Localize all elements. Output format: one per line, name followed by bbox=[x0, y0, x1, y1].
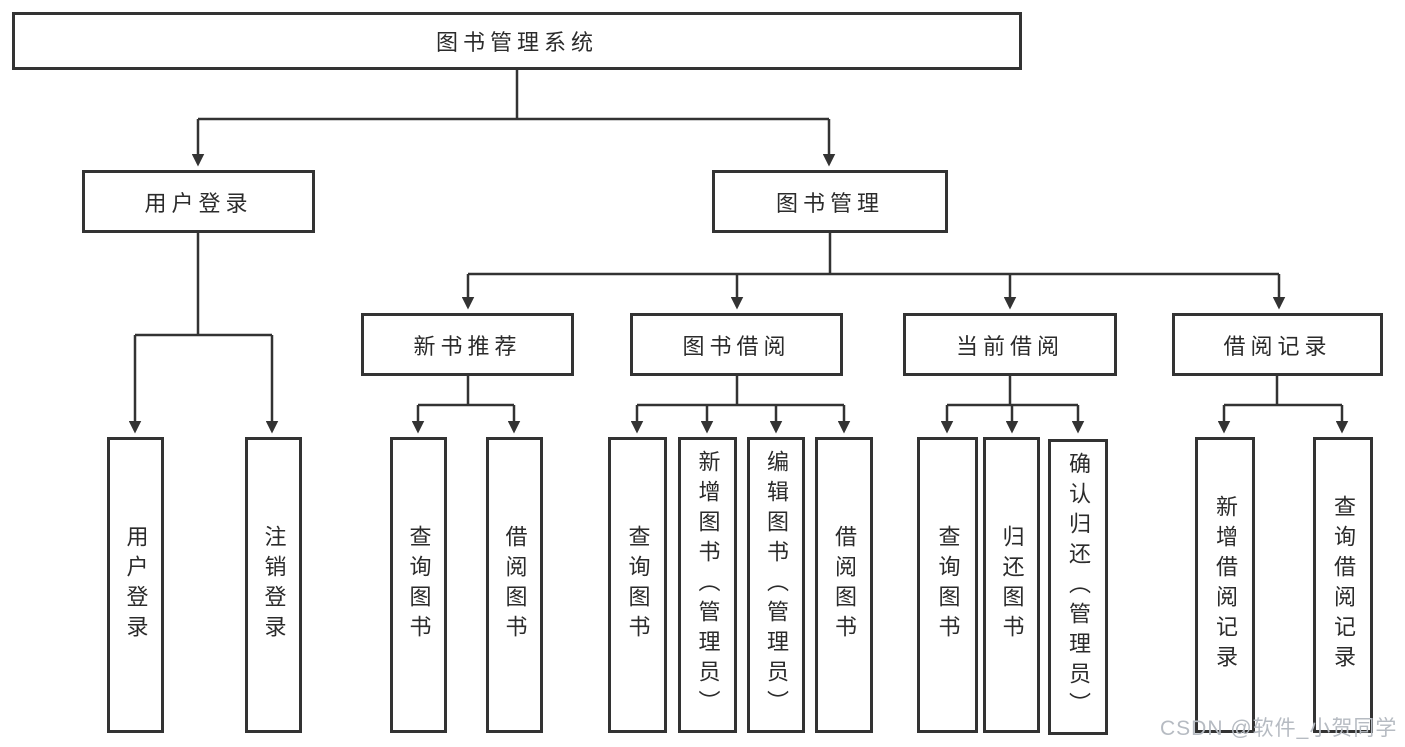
node-book-borrowing: 图书借阅 bbox=[630, 313, 843, 376]
leaf-query-books-current: 查询图书 bbox=[917, 437, 978, 733]
leaf-label: 编辑图书（管理员） bbox=[764, 450, 789, 720]
leaf-borrow-book: 借阅图书 bbox=[815, 437, 873, 733]
leaf-add-book-admin: 新增图书（管理员） bbox=[678, 437, 737, 733]
leaf-label: 注销登录 bbox=[261, 525, 287, 645]
leaf-query-books-recommend: 查询图书 bbox=[390, 437, 447, 733]
leaf-logout: 注销登录 bbox=[245, 437, 302, 733]
node-label: 当前借阅 bbox=[955, 333, 1064, 359]
node-label: 用户登录 bbox=[144, 190, 253, 216]
node-label: 图书管理系统 bbox=[435, 30, 598, 55]
leaf-label: 归还图书 bbox=[999, 525, 1025, 645]
leaf-label: 确认归还（管理员） bbox=[1066, 452, 1091, 722]
leaf-query-books-borrow: 查询图书 bbox=[608, 437, 667, 733]
leaf-label: 查询图书 bbox=[406, 525, 432, 645]
node-book-management: 图书管理 bbox=[712, 170, 948, 233]
leaf-label: 借阅图书 bbox=[502, 525, 528, 645]
node-label: 图书借阅 bbox=[682, 333, 791, 359]
node-label: 借阅记录 bbox=[1223, 333, 1332, 359]
node-user-login-branch: 用户登录 bbox=[82, 170, 315, 233]
leaf-add-borrow-record: 新增借阅记录 bbox=[1195, 437, 1255, 733]
node-new-book-recommendation: 新书推荐 bbox=[361, 313, 574, 376]
node-root-system: 图书管理系统 bbox=[12, 12, 1022, 70]
leaf-label: 新增图书（管理员） bbox=[695, 450, 721, 720]
leaf-label: 查询借阅记录 bbox=[1331, 495, 1356, 675]
leaf-edit-book-admin: 编辑图书（管理员） bbox=[747, 437, 805, 733]
leaf-label: 用户登录 bbox=[123, 525, 149, 645]
leaf-query-borrow-record: 查询借阅记录 bbox=[1313, 437, 1373, 733]
leaf-user-login: 用户登录 bbox=[107, 437, 164, 733]
node-label: 图书管理 bbox=[775, 190, 884, 216]
node-borrowing-records: 借阅记录 bbox=[1172, 313, 1383, 376]
leaf-borrow-books-recommend: 借阅图书 bbox=[486, 437, 543, 733]
leaf-label: 新增借阅记录 bbox=[1213, 495, 1238, 675]
leaf-return-book: 归还图书 bbox=[983, 437, 1040, 733]
leaf-label: 借阅图书 bbox=[832, 525, 857, 645]
node-current-borrowing: 当前借阅 bbox=[903, 313, 1117, 376]
leaf-label: 查询图书 bbox=[625, 525, 651, 645]
leaf-label: 查询图书 bbox=[935, 525, 961, 645]
node-label: 新书推荐 bbox=[413, 333, 522, 359]
leaf-confirm-return-admin: 确认归还（管理员） bbox=[1048, 439, 1108, 735]
